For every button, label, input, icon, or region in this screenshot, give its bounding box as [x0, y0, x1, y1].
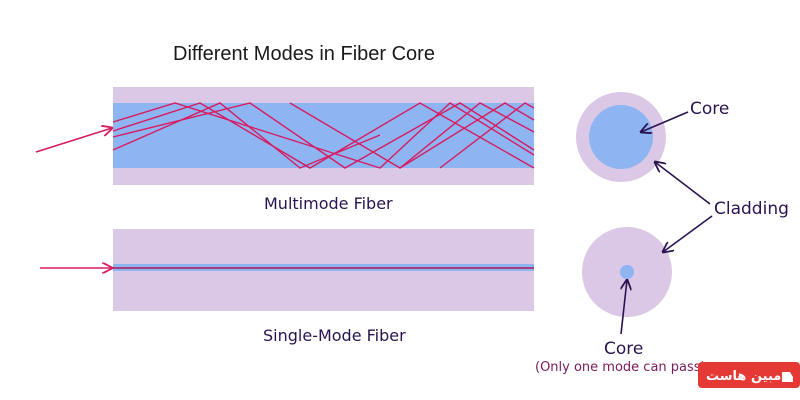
multimode-fiber: Multimode Fiber — [35, 87, 535, 213]
multimode-caption: Multimode Fiber — [264, 194, 393, 213]
cladding-bottom-pointer-arrow — [663, 215, 713, 252]
singlemode-cross-section — [582, 227, 672, 317]
core-label-bottom: Core — [604, 339, 643, 359]
diagram-title: Different Modes in Fiber Core — [173, 43, 435, 65]
singlemode-caption: Single-Mode Fiber — [263, 326, 406, 345]
watermark-logo-icon — [782, 372, 793, 382]
watermark-background — [698, 362, 800, 388]
singlemode-core-circle — [620, 265, 634, 279]
watermark-text: مبين هاست — [706, 369, 781, 384]
cladding-top-pointer-arrow — [655, 162, 711, 205]
watermark-badge: مبين هاست — [698, 362, 800, 388]
core-label-top: Core — [690, 99, 729, 119]
cladding-label: Cladding — [714, 199, 789, 219]
multimode-cross-section — [576, 92, 666, 182]
multimode-light-rays — [112, 102, 535, 169]
multimode-input-ray-arrow — [35, 128, 112, 153]
multimode-core-circle — [589, 105, 653, 169]
single-mode-note: (Only one mode can pass) — [535, 360, 706, 375]
core-top-pointer-arrow — [641, 111, 689, 132]
multimode-core — [113, 103, 534, 168]
singlemode-fiber: Single-Mode Fiber — [40, 229, 534, 345]
core-bottom-pointer-arrow — [620, 280, 627, 335]
